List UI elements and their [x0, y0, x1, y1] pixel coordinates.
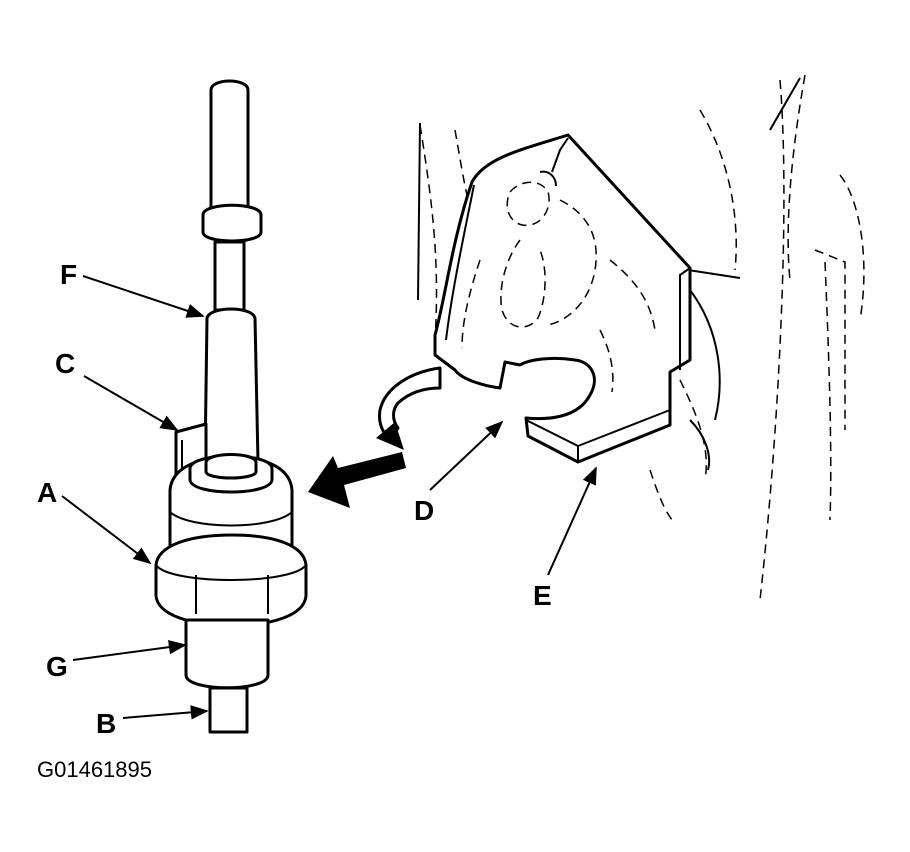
background-structure — [417, 74, 865, 601]
callout-c: C — [55, 348, 75, 379]
leader-lines — [61, 275, 597, 720]
callout-f: F — [60, 259, 77, 290]
callout-e: E — [533, 580, 552, 611]
figure-code: G01461895 — [37, 757, 152, 782]
callout-a: A — [37, 477, 57, 508]
cable-bracket — [433, 133, 692, 464]
callout-b: B — [96, 708, 116, 739]
direction-arrow — [308, 452, 406, 508]
callout-d: D — [414, 495, 434, 526]
callout-g: G — [46, 651, 68, 682]
rotation-arrow — [376, 366, 442, 450]
cable-assembly — [154, 79, 308, 734]
